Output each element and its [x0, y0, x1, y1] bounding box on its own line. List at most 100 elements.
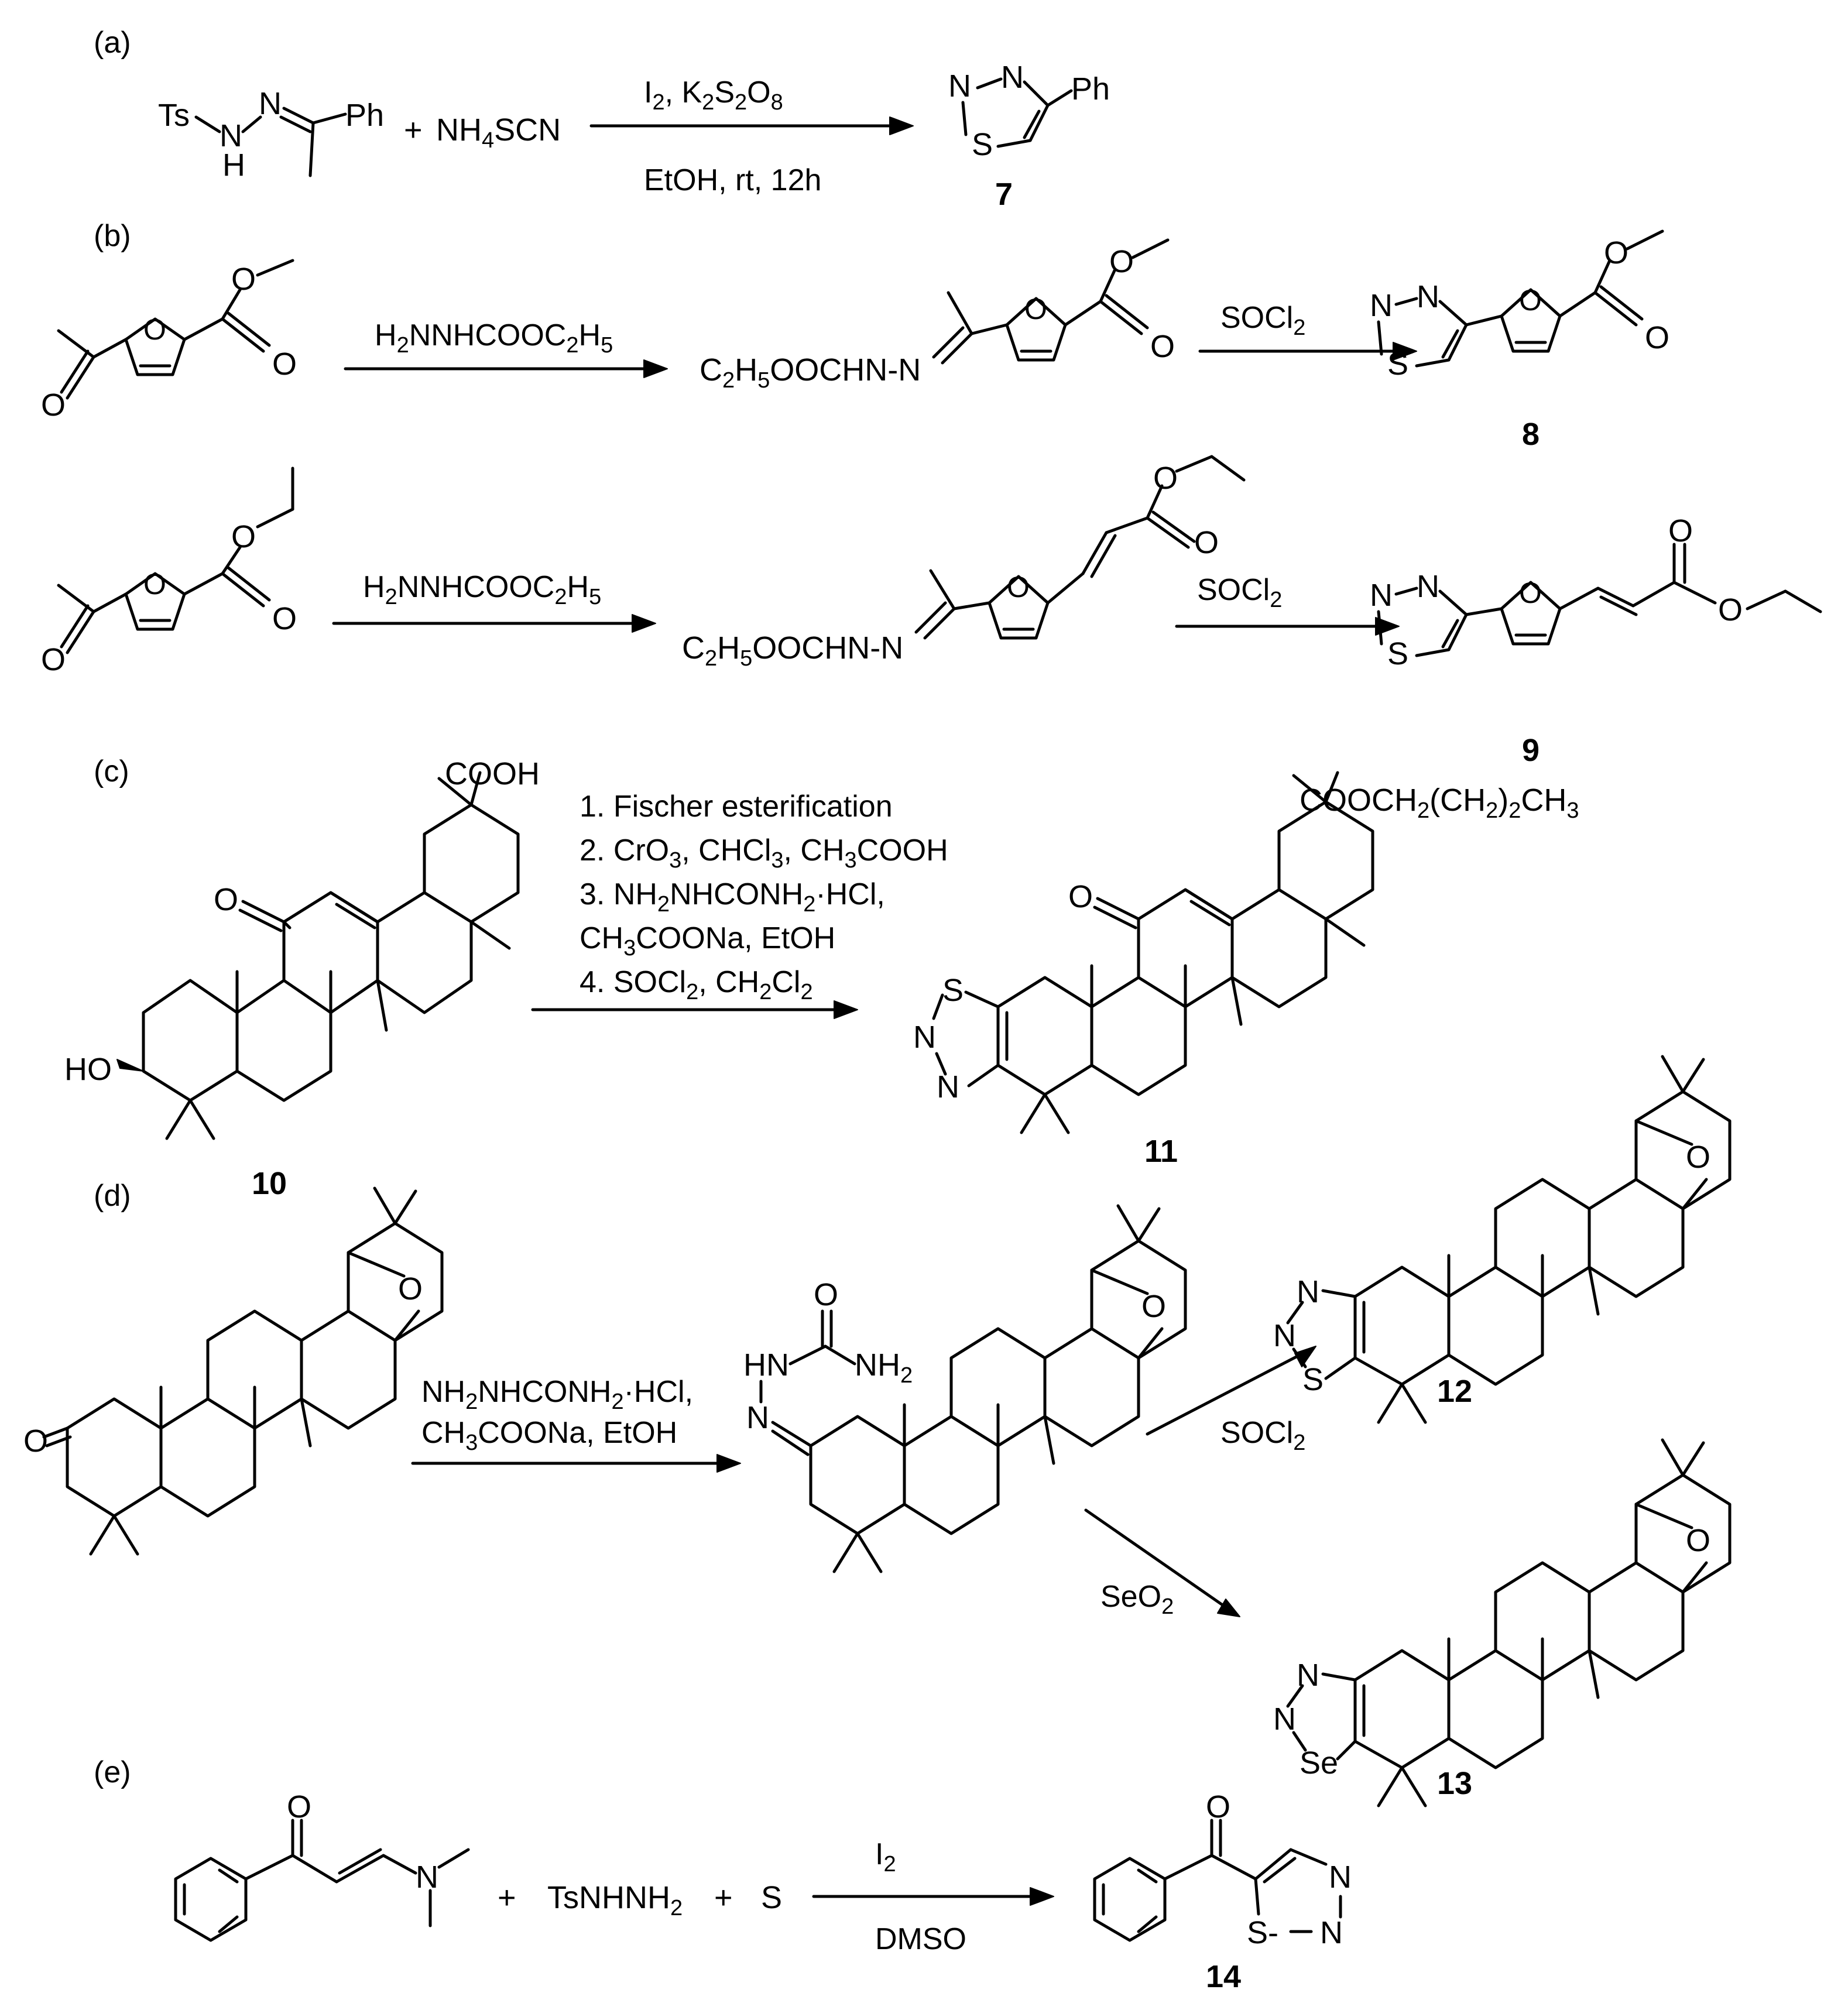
cond-b2: SOCl2 [1220, 301, 1305, 340]
svg-text:N: N [259, 86, 282, 121]
svg-text:O: O [1645, 320, 1669, 355]
svg-text:O: O [1007, 571, 1030, 603]
glycyrrhetinic-acid-10: O COOH HO [64, 756, 540, 1140]
thiadiazole-7: N N S Ph [948, 60, 1110, 162]
thiadiazole-triterpenoid-12: N N S O [1273, 1055, 1732, 1424]
svg-text:NH2: NH2 [855, 1347, 913, 1388]
panel-d-label: (d) [94, 1179, 131, 1213]
svg-text:O: O [1718, 592, 1743, 627]
plus-e2: + [714, 1880, 733, 1915]
svg-text:N: N [1417, 569, 1439, 604]
compound-10: 10 [252, 1166, 287, 1201]
compound-8: 8 [1522, 417, 1540, 452]
svg-text:O: O [1141, 1289, 1166, 1324]
cond-b4: SOCl2 [1197, 573, 1282, 612]
svg-text:O: O [398, 1271, 423, 1306]
enaminone-reactant: O N [174, 1789, 470, 1942]
svg-text:O: O [231, 519, 256, 554]
svg-text:HO: HO [64, 1052, 112, 1087]
svg-text:Ts: Ts [158, 98, 190, 133]
svg-text:COOH: COOH [445, 756, 540, 791]
compound-11: 11 [1144, 1134, 1178, 1169]
svg-text:O: O [1686, 1140, 1710, 1175]
svg-text:N: N [1273, 1318, 1296, 1353]
svg-text:O: O [143, 313, 166, 346]
compound-7: 7 [995, 177, 1013, 212]
cond-b3: H2NNHCOOC2H5 [363, 570, 601, 609]
svg-text:Ph: Ph [345, 98, 384, 133]
tosylhydrazide: TsNHNH2 [547, 1880, 683, 1920]
svg-text:C2H5OOCHN-N: C2H5OOCHN-N [682, 630, 903, 671]
svg-text:O: O [1153, 461, 1178, 496]
svg-text:O: O [1604, 235, 1628, 270]
svg-text:C2H5OOCHN-N: C2H5OOCHN-N [700, 352, 921, 393]
panel-b-label: (b) [94, 219, 131, 253]
svg-text:N: N [1417, 279, 1439, 314]
tosylhydrazone-reactant: Ts N H N Ph [158, 86, 384, 183]
ethyl-acetylfuroate: O O O O [41, 467, 297, 677]
hydrazone-intermediate-1: C2H5OOCHN-N O O O [700, 238, 1175, 393]
svg-text:O: O [41, 642, 66, 677]
conditions-c: 1. Fischer esterification 2. CrO3, CHCl3… [580, 790, 948, 1004]
svg-text:O: O [1109, 244, 1134, 279]
arrow-d-lower [1084, 1508, 1231, 1611]
svg-text:O: O [1150, 329, 1175, 364]
svg-text:CH3COONa, EtOH: CH3COONa, EtOH [421, 1416, 677, 1455]
svg-text:3. NH2NHCONH2·HCl,: 3. NH2NHCONH2·HCl, [580, 877, 885, 917]
plus-e1: + [498, 1880, 516, 1915]
svg-text:N: N [1370, 288, 1393, 323]
compound-14: 14 [1206, 1959, 1241, 1994]
sulfur: S [761, 1880, 782, 1915]
panel-c-label: (c) [94, 754, 129, 788]
svg-text:O: O [814, 1277, 838, 1312]
svg-text:N: N [913, 1020, 936, 1055]
svg-text:1. Fischer esterification: 1. Fischer esterification [580, 790, 893, 824]
svg-text:O: O [23, 1424, 48, 1459]
plus-a: + [404, 112, 423, 148]
svg-text:COOCH2(CH2)2CH3: COOCH2(CH2)2CH3 [1300, 783, 1579, 823]
conditions-d: NH2NHCONH2·HCl, CH3COONa, EtOH [421, 1375, 693, 1455]
svg-text:H: H [222, 148, 245, 183]
svg-text:S: S [1387, 636, 1408, 671]
compound-13: 13 [1437, 1766, 1472, 1801]
svg-text:4. SOCl2, CH2Cl2: 4. SOCl2, CH2Cl2 [580, 965, 813, 1004]
svg-text:CH3COONa, EtOH: CH3COONa, EtOH [580, 921, 835, 961]
svg-text:O: O [272, 347, 297, 382]
svg-text:O: O [143, 568, 166, 601]
cond-e-top: I2 [875, 1837, 896, 1877]
svg-text:N: N [1001, 60, 1024, 95]
svg-text:S: S [972, 127, 993, 162]
svg-text:N: N [746, 1400, 769, 1435]
svg-text:NH2NHCONH2·HCl,: NH2NHCONH2·HCl, [421, 1375, 693, 1414]
cond-d-socl2: SOCl2 [1220, 1416, 1305, 1455]
svg-text:S: S [942, 973, 964, 1008]
cond-a-top: I2, K2S2O8 [644, 76, 783, 115]
cond-b1: H2NNHCOOC2H5 [375, 318, 613, 358]
svg-text:O: O [1024, 293, 1047, 325]
svg-text:N: N [220, 118, 242, 153]
panel-e-label: (e) [94, 1755, 131, 1789]
svg-text:2. CrO3, CHCl3, CH3COOH: 2. CrO3, CHCl3, CH3COOH [580, 834, 948, 873]
svg-text:N: N [416, 1860, 438, 1895]
svg-text:O: O [1519, 284, 1542, 317]
svg-text:N: N [1320, 1915, 1343, 1950]
panel-a-label: (a) [94, 26, 131, 60]
methyl-acetylfuroate: O O O O [41, 259, 297, 423]
svg-text:S-: S- [1247, 1915, 1278, 1950]
svg-text:O: O [287, 1789, 311, 1824]
svg-text:O: O [272, 601, 297, 636]
arrow-d-upper [1146, 1350, 1307, 1436]
cond-a-bottom: EtOH, rt, 12h [644, 163, 821, 197]
svg-text:N: N [937, 1069, 959, 1105]
svg-text:N: N [948, 68, 971, 104]
svg-text:S: S [1387, 347, 1408, 382]
selenadiazole-triterpenoid-13: N N Se O [1273, 1438, 1732, 1807]
svg-text:N: N [1370, 578, 1393, 613]
hydrazone-intermediate-2: C2H5OOCHN-N O O O [682, 455, 1246, 671]
thiadiazole-triterpenoid-11: S N N O COOCH2(CH2)2CH3 [913, 771, 1579, 1134]
svg-text:O: O [41, 387, 66, 423]
svg-text:O: O [1686, 1523, 1710, 1558]
ammonium-thiocyanate: NH4SCN [436, 112, 561, 153]
svg-text:N: N [1273, 1702, 1296, 1737]
